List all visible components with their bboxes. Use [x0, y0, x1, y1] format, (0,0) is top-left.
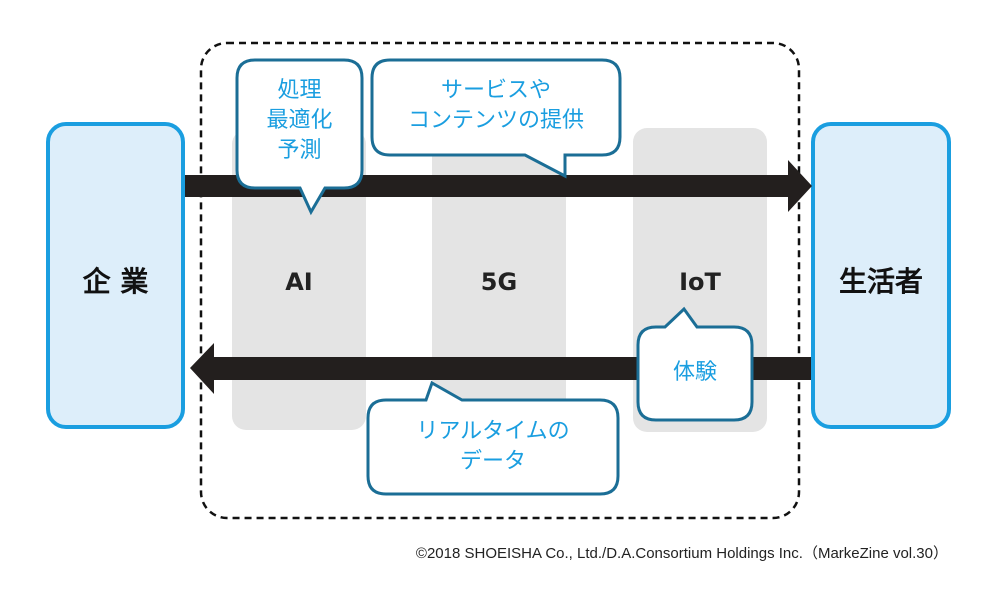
bubble-line: 最適化: [266, 108, 333, 133]
tech-5g-label: 5G: [480, 268, 518, 296]
tech-ai-label: AI: [285, 268, 313, 296]
bubble-experience-shape: [636, 306, 754, 422]
consumer-box: [811, 122, 951, 429]
bubble-line: 予測: [277, 138, 322, 163]
bubble-data-shape: [366, 380, 620, 496]
arrow-company-to-consumer: [185, 160, 812, 212]
bubble-ai-text: 処理 最適化 予測: [237, 76, 362, 166]
company-label: 企 業: [82, 265, 149, 298]
consumer-label: 生活者: [838, 265, 923, 298]
copyright-footer: ©2018 SHOEISHA Co., Ltd./D.A.Consortium …: [415, 545, 948, 562]
bubble-ai-shape: [235, 58, 364, 216]
column-5g: [432, 130, 566, 430]
arrow-consumer-to-company: [190, 343, 811, 394]
bubble-line: サービスや: [440, 78, 551, 103]
bubble-experience-text: 体験: [638, 358, 752, 388]
bubble-service-shape: [370, 58, 622, 179]
bubble-data-text: リアルタイムの データ: [368, 417, 618, 477]
bubble-service-text: サービスや コンテンツの提供: [372, 76, 620, 136]
bubble-line: データ: [459, 449, 526, 474]
column-ai: [232, 130, 366, 430]
bubble-line: 体験: [672, 360, 717, 385]
platform-dashed-frame: [199, 41, 801, 520]
bubble-line: リアルタイムの: [416, 419, 570, 444]
bubble-line: コンテンツの提供: [407, 108, 584, 133]
bubble-line: 処理: [277, 78, 322, 103]
company-box: [46, 122, 185, 429]
tech-iot-label: IoT: [679, 268, 721, 296]
